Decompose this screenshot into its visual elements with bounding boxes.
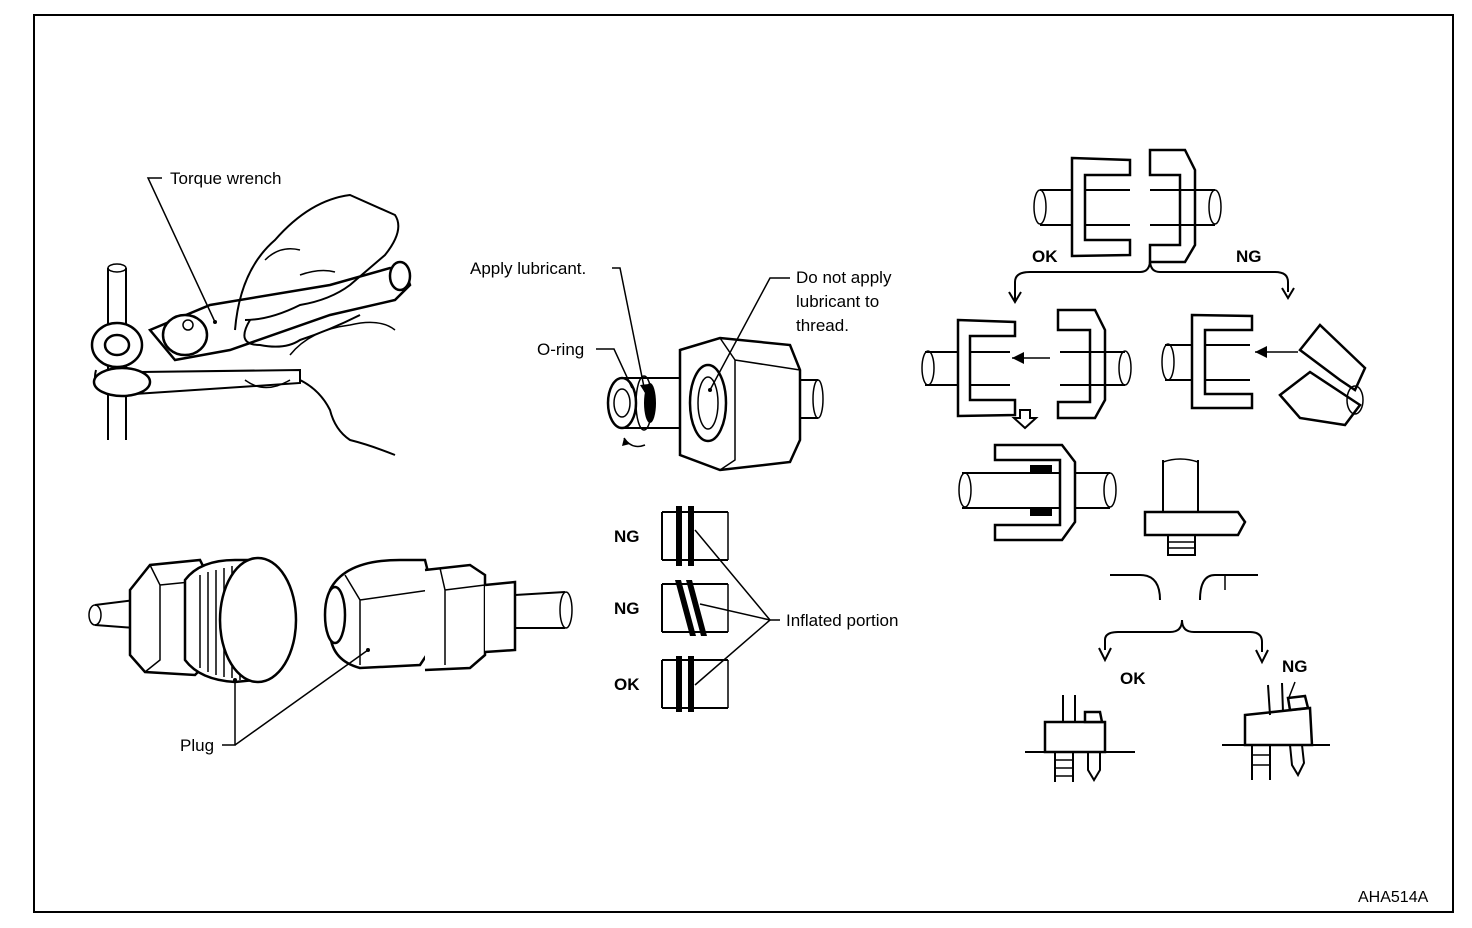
label-no-lubricant-line2: lubricant to	[796, 292, 879, 311]
label-no-lubricant-line3: thread.	[796, 316, 849, 335]
label-ng-2: NG	[614, 599, 640, 618]
o-ring-lubrication-illustration	[596, 267, 824, 472]
label-plug: Plug	[180, 736, 214, 755]
figure-frame	[33, 14, 1454, 913]
o-ring-seating-comparison	[661, 506, 780, 712]
label-o-ring: O-ring	[537, 340, 584, 359]
plug-illustration	[88, 556, 573, 746]
label-ng-1: NG	[614, 527, 640, 546]
label-no-lubricant-line1: Do not apply	[796, 268, 892, 287]
label-bottom-ok: OK	[1120, 669, 1146, 688]
label-ok-1: OK	[614, 675, 640, 694]
label-inflated-portion: Inflated portion	[786, 611, 898, 630]
connector-assembly-tree	[921, 148, 1367, 782]
figure-id: AHA514A	[1358, 889, 1429, 906]
label-tree-ok: OK	[1032, 247, 1058, 266]
label-tree-ng: NG	[1236, 247, 1262, 266]
label-apply-lubricant: Apply lubricant.	[470, 259, 586, 278]
torque-wrench-illustration	[90, 177, 412, 456]
label-torque-wrench: Torque wrench	[170, 169, 282, 188]
label-bottom-ng: NG	[1282, 657, 1308, 676]
